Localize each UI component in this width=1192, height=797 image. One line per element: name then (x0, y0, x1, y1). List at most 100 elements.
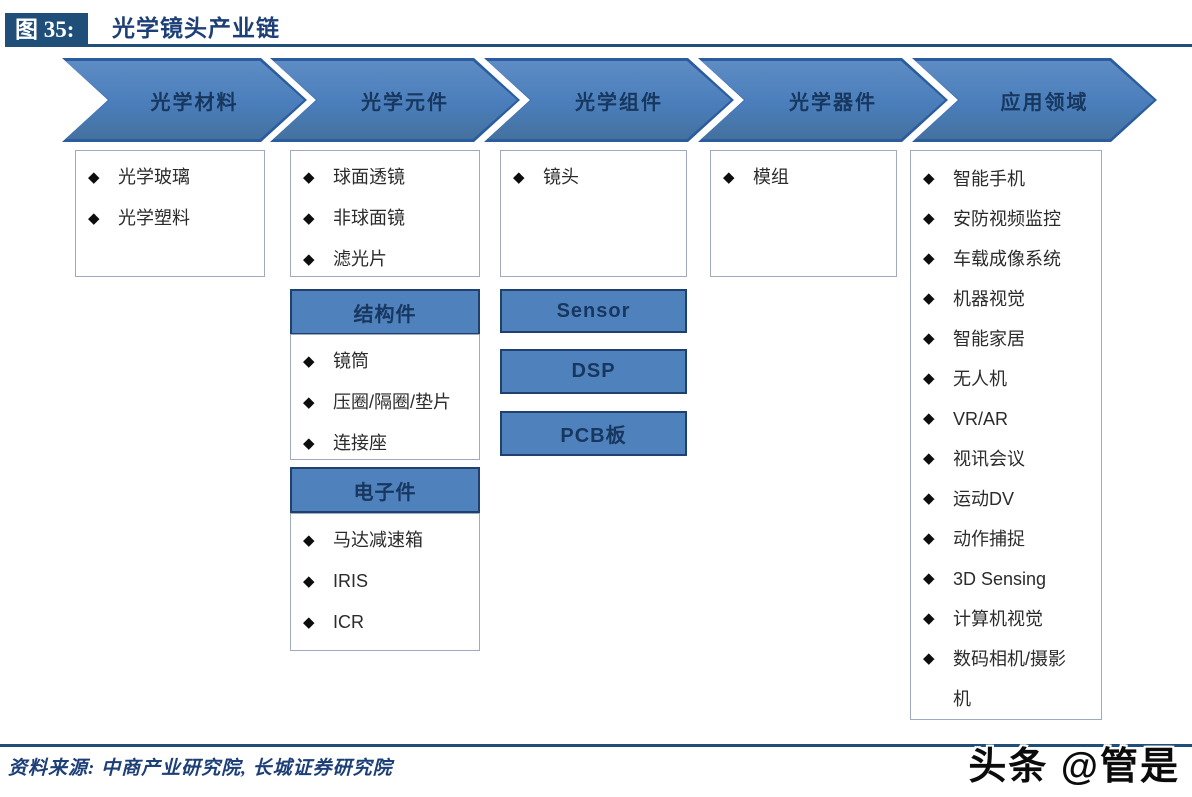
stage-arrow-body: 光学元件 (273, 61, 517, 139)
diamond-bullet-icon: ◆ (303, 614, 315, 631)
applications-list: ◆智能手机◆安防视频监控◆车载成像系统◆机器视觉◆智能家居◆无人机◆VR/AR◆… (911, 151, 1091, 719)
stage-arrow-materials: 光学材料 (62, 58, 307, 142)
list-item: ◆ 运动DV (923, 479, 1073, 519)
list-item: ◆ 镜头 (513, 157, 680, 198)
list-item: ◆ 视讯会议 (923, 439, 1073, 479)
stage-label: 光学器件 (789, 91, 877, 114)
diamond-bullet-icon: ◆ (923, 210, 935, 227)
list-item-label: 镜筒 (333, 351, 369, 371)
diamond-bullet-icon: ◆ (923, 250, 935, 267)
list-item: ◆ 智能家居 (923, 319, 1073, 359)
stage-arrow-body: 应用领域 (915, 61, 1154, 139)
list-item-label: 计算机视觉 (953, 609, 1043, 629)
diamond-bullet-icon: ◆ (923, 450, 935, 467)
structural-parts-header: 结构件 (290, 289, 480, 335)
dsp-module-box: DSP (500, 349, 687, 394)
list-item: ◆ 光学玻璃 (88, 157, 258, 198)
diamond-bullet-icon: ◆ (88, 210, 100, 227)
diamond-bullet-icon: ◆ (513, 169, 525, 186)
list-item: ◆马达减速箱 (303, 520, 473, 561)
list-item: ◆ 镜筒 (303, 341, 473, 382)
diamond-bullet-icon: ◆ (923, 530, 935, 547)
list-item-label: 压圈/隔圈/垫片 (333, 392, 452, 412)
list-item-label: 光学玻璃 (118, 167, 190, 187)
list-item: ◆ 车载成像系统 (923, 239, 1073, 279)
lens-elements-box: ◆ 球面透镜 ◆ 非球面镜 ◆ 滤光片 (290, 150, 480, 277)
list-item-label: 智能家居 (953, 329, 1025, 349)
diamond-bullet-icon: ◆ (723, 169, 735, 186)
list-item-label: 运动DV (953, 489, 1015, 509)
list-item: ◆ 机器视觉 (923, 279, 1073, 319)
electronic-parts-list: ◆马达减速箱 ◆ IRIS ◆ ICR (291, 514, 479, 643)
list-item: ◆计算机视觉 (923, 599, 1073, 639)
list-item: ◆ 滤光片 (303, 239, 473, 280)
list-item: ◆ IRIS (303, 561, 473, 602)
list-item-label: ICR (333, 612, 364, 632)
list-item: ◆ 智能手机 (923, 159, 1073, 199)
list-item-label: 车载成像系统 (953, 249, 1061, 269)
list-item-label: 视讯会议 (953, 449, 1025, 469)
stage-arrow-devices: 光学器件 (698, 58, 948, 142)
diamond-bullet-icon: ◆ (923, 170, 935, 187)
electronic-parts-header: 电子件 (290, 467, 480, 513)
diamond-bullet-icon: ◆ (923, 370, 935, 387)
stage-label: 应用领域 (1000, 91, 1089, 114)
list-item-label: VR/AR (953, 409, 1009, 429)
list-item: ◆ 无人机 (923, 359, 1073, 399)
stage-label: 光学组件 (575, 91, 663, 114)
lens-assembly-box: ◆ 镜头 (500, 150, 687, 277)
stage-label: 光学材料 (150, 91, 239, 114)
lens-assembly-list: ◆ 镜头 (501, 151, 686, 198)
list-item: ◆ 连接座 (303, 423, 473, 464)
list-item-label: 滤光片 (333, 249, 387, 269)
diamond-bullet-icon: ◆ (303, 435, 315, 452)
list-item: ◆VR/AR (923, 399, 1073, 439)
list-item-label: 智能手机 (953, 169, 1025, 189)
materials-box: ◆ 光学玻璃 ◆ 光学塑料 (75, 150, 265, 277)
list-item-label: 模组 (753, 167, 789, 187)
list-item-label: 球面透镜 (333, 167, 405, 187)
structural-parts-list: ◆ 镜筒 ◆ 压圈/隔圈/垫片 ◆ 连接座 (291, 335, 479, 464)
stage-arrow-body: 光学组件 (487, 61, 731, 139)
diamond-bullet-icon: ◆ (303, 573, 315, 590)
source-note: 资料来源: 中商产业研究院, 长城证券研究院 (8, 758, 393, 779)
list-item: ◆ 压圈/隔圈/垫片 (303, 382, 473, 423)
list-item-label: 安防视频监控 (953, 209, 1061, 229)
list-item-label: 镜头 (543, 167, 579, 187)
diamond-bullet-icon: ◆ (923, 490, 935, 507)
list-item-label: 动作捕捉 (953, 529, 1025, 549)
list-item-label: 无人机 (953, 369, 1007, 389)
list-item: ◆ ICR (303, 602, 473, 643)
list-item: ◆ 数码相机/摄影机 (923, 639, 1073, 719)
diamond-bullet-icon: ◆ (303, 169, 315, 186)
list-item-label: 非球面镜 (333, 208, 405, 228)
diamond-bullet-icon: ◆ (303, 251, 315, 268)
lens-elements-list: ◆ 球面透镜 ◆ 非球面镜 ◆ 滤光片 (291, 151, 479, 280)
module-list: ◆ 模组 (711, 151, 896, 198)
list-item: ◆ 安防视频监控 (923, 199, 1073, 239)
stage-arrow-applications: 应用领域 (912, 58, 1157, 142)
diamond-bullet-icon: ◆ (303, 353, 315, 370)
list-item: ◆ 光学塑料 (88, 198, 258, 239)
diamond-bullet-icon: ◆ (923, 570, 935, 587)
pcb-module-box: PCB板 (500, 411, 687, 456)
diamond-bullet-icon: ◆ (88, 169, 100, 186)
stage-arrow-elements: 光学元件 (270, 58, 520, 142)
stage-arrow-body: 光学材料 (65, 61, 304, 139)
list-item-label: 连接座 (333, 433, 387, 453)
diamond-bullet-icon: ◆ (923, 290, 935, 307)
list-item-label: 数码相机/摄影机 (953, 649, 1067, 709)
list-item-label: 马达减速箱 (333, 530, 423, 550)
list-item-label: 3D Sensing (953, 569, 1047, 589)
diamond-bullet-icon: ◆ (923, 650, 935, 667)
diamond-bullet-icon: ◆ (923, 330, 935, 347)
list-item-label: 光学塑料 (118, 208, 190, 228)
diamond-bullet-icon: ◆ (303, 210, 315, 227)
list-item-label: IRIS (333, 571, 369, 591)
diamond-bullet-icon: ◆ (303, 394, 315, 411)
electronic-parts-box: ◆马达减速箱 ◆ IRIS ◆ ICR (290, 513, 480, 651)
title-underline (5, 44, 1192, 47)
watermark: 头条 @管是 (968, 746, 1180, 788)
list-item-label: 机器视觉 (953, 289, 1025, 309)
